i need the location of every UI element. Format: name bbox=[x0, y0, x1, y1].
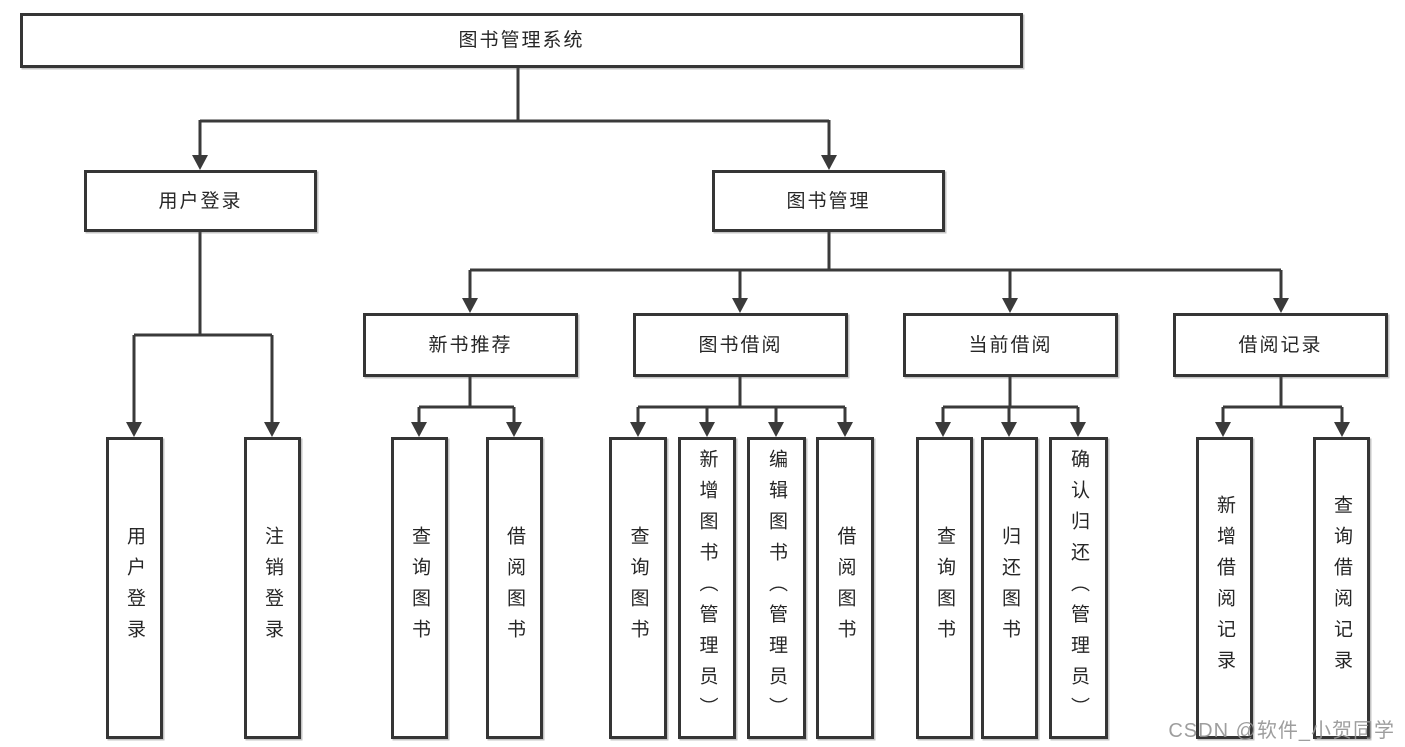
leaf-borrow-books-label: 借阅图书 bbox=[834, 526, 856, 650]
leaf-add-books-admin-label: 新增图书（管理员） bbox=[696, 448, 718, 728]
leaf-query-books-borrow-label: 查询图书 bbox=[627, 526, 649, 650]
node-new-book-recommend: 新书推荐 bbox=[363, 313, 578, 377]
leaf-borrow-books: 借阅图书 bbox=[816, 437, 874, 739]
arrowheads bbox=[126, 155, 1350, 437]
leaf-return-books-label: 归还图书 bbox=[999, 526, 1020, 650]
node-current-borrow-label: 当前借阅 bbox=[968, 334, 1053, 356]
leaf-add-books-admin: 新增图书（管理员） bbox=[678, 437, 736, 739]
leaf-edit-books-admin-label: 编辑图书（管理员） bbox=[766, 448, 787, 728]
node-book-borrow-label: 图书借阅 bbox=[698, 334, 783, 356]
node-book-borrow: 图书借阅 bbox=[633, 313, 848, 377]
node-user-login: 用户登录 bbox=[84, 170, 317, 232]
leaf-query-borrow-record: 查询借阅记录 bbox=[1313, 437, 1370, 739]
node-root-library-system: 图书管理系统 bbox=[20, 13, 1023, 68]
leaf-add-borrow-record: 新增借阅记录 bbox=[1196, 437, 1253, 739]
leaf-borrow-books-recommend-label: 借阅图书 bbox=[504, 526, 525, 650]
leaf-return-books: 归还图书 bbox=[981, 437, 1038, 739]
csdn-watermark: CSDN @软件_小贺同学 bbox=[1168, 720, 1395, 742]
leaf-query-books-recommend-label: 查询图书 bbox=[409, 526, 430, 650]
leaf-query-books-current: 查询图书 bbox=[916, 437, 973, 739]
leaf-confirm-return-admin: 确认归还（管理员） bbox=[1049, 437, 1108, 739]
leaf-logout-label: 注销登录 bbox=[262, 526, 283, 650]
leaf-query-books-current-label: 查询图书 bbox=[934, 526, 955, 650]
leaf-user-login: 用户登录 bbox=[106, 437, 163, 739]
node-book-management: 图书管理 bbox=[712, 170, 945, 232]
leaf-user-login-label: 用户登录 bbox=[124, 526, 145, 650]
node-book-management-label: 图书管理 bbox=[786, 190, 871, 212]
node-new-book-recommend-label: 新书推荐 bbox=[428, 334, 513, 356]
node-borrow-records: 借阅记录 bbox=[1173, 313, 1388, 377]
leaf-query-books-recommend: 查询图书 bbox=[391, 437, 448, 739]
leaf-borrow-books-recommend: 借阅图书 bbox=[486, 437, 543, 739]
leaf-edit-books-admin: 编辑图书（管理员） bbox=[747, 437, 806, 739]
node-borrow-records-label: 借阅记录 bbox=[1238, 334, 1323, 356]
leaf-add-borrow-record-label: 新增借阅记录 bbox=[1214, 495, 1235, 681]
node-current-borrow: 当前借阅 bbox=[903, 313, 1118, 377]
node-root-label: 图书管理系统 bbox=[458, 30, 585, 51]
leaf-logout: 注销登录 bbox=[244, 437, 301, 739]
leaf-query-books-borrow: 查询图书 bbox=[609, 437, 667, 739]
leaf-query-borrow-record-label: 查询借阅记录 bbox=[1331, 495, 1352, 681]
leaf-confirm-return-admin-label: 确认归还（管理员） bbox=[1068, 448, 1089, 728]
node-user-login-label: 用户登录 bbox=[158, 190, 243, 212]
